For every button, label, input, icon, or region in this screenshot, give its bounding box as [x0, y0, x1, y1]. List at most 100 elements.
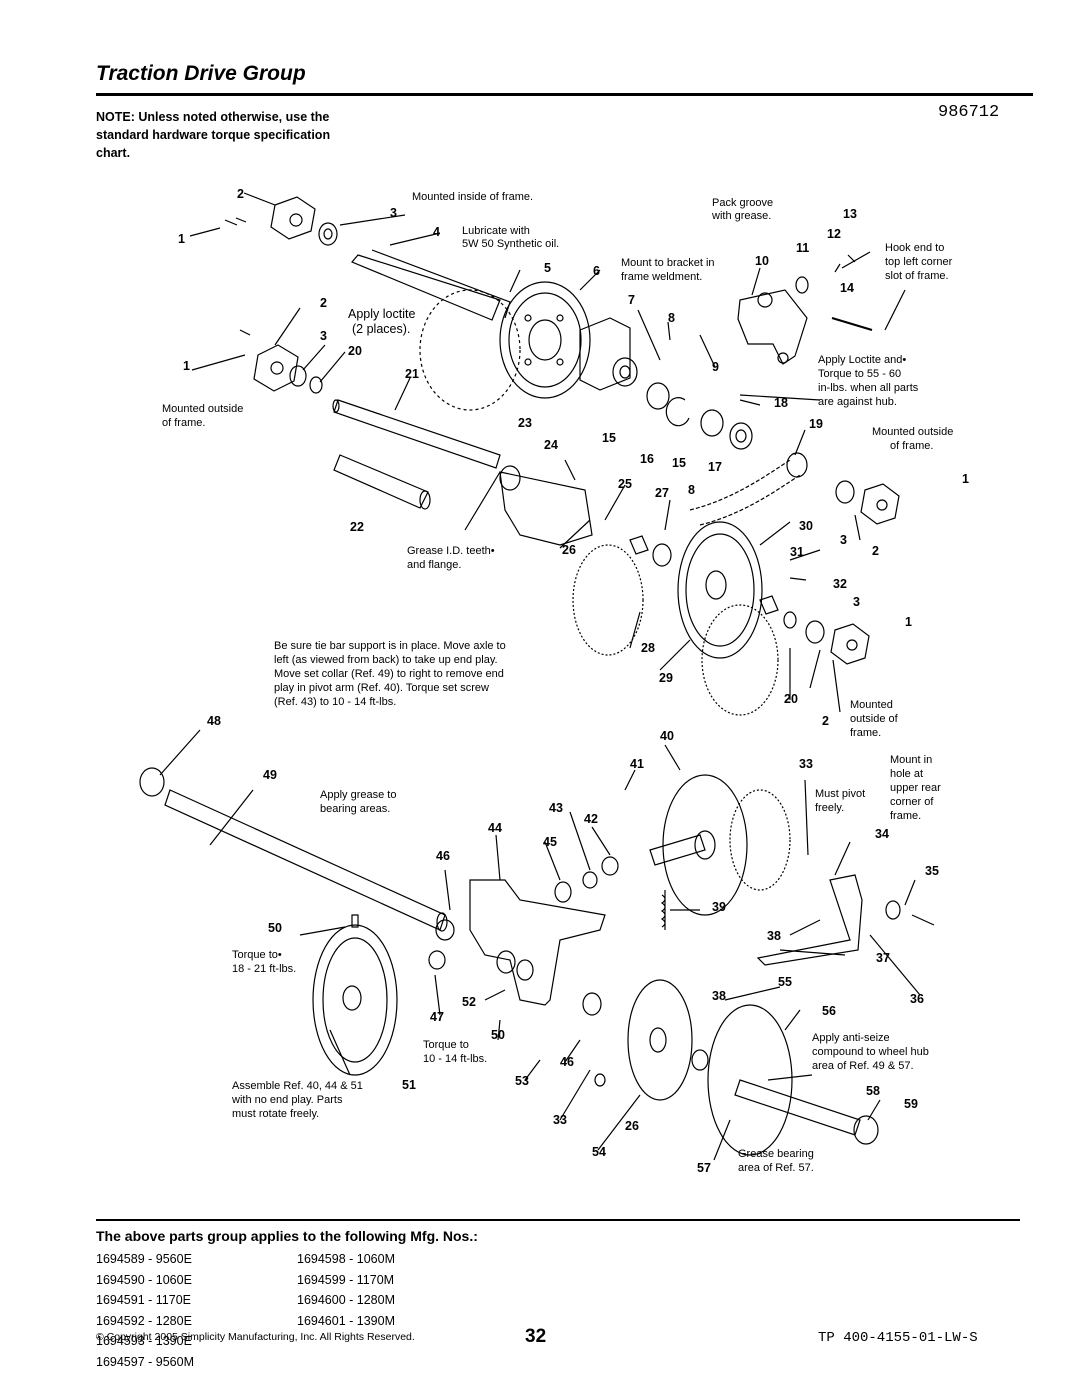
gear-53	[627, 979, 693, 1101]
drive-wheel	[662, 774, 748, 916]
callout-9: 9	[712, 360, 719, 374]
callout-48: 48	[207, 714, 221, 728]
note-mounted-c: Mounted	[850, 699, 893, 711]
callout-21: 21	[405, 367, 419, 381]
mfg-number-left-5: 1694597 - 9560M	[96, 1354, 194, 1369]
page-title: Traction Drive Group	[96, 62, 306, 85]
mfg-number-right-0: 1694598 - 1060M	[297, 1252, 395, 1266]
note-tie-bar-4: play in pivot arm (Ref. 40). Torque set …	[274, 682, 489, 694]
note-apply-grease-2: bearing areas.	[320, 803, 390, 815]
note-loctite-torque-4: are against hub.	[818, 396, 897, 408]
note-must-pivot: Must pivot	[815, 788, 865, 800]
wheel-hub	[734, 1079, 861, 1136]
callout-28: 28	[641, 641, 655, 655]
note-grease-id: Grease I.D. teeth•	[407, 545, 495, 557]
callout-2: 2	[237, 187, 244, 201]
frame-bracket	[469, 879, 606, 1006]
title-rule	[96, 93, 1033, 96]
callout-18: 18	[774, 396, 788, 410]
note-lubricate: Lubricate with	[462, 225, 530, 237]
callout-12: 12	[827, 227, 841, 241]
callout-2: 2	[320, 296, 327, 310]
note-tie-bar-3: Move set collar (Ref. 49) to right to re…	[274, 668, 504, 680]
callout-2: 2	[872, 544, 879, 558]
callout-15: 15	[602, 431, 616, 445]
note-mount-bracket: Mount to bracket in	[621, 257, 715, 269]
callout-29: 29	[659, 671, 673, 685]
long-axle	[164, 789, 446, 931]
callout-6: 6	[593, 264, 600, 278]
note-mounted-outside-a: Mounted outside	[162, 403, 243, 415]
callout-38: 38	[767, 929, 781, 943]
document-reference: TP 400-4155-01-LW-S	[818, 1330, 978, 1346]
callout-58: 58	[866, 1084, 880, 1098]
callout-4: 4	[433, 225, 440, 239]
note-mounted-inside: Mounted inside of frame.	[412, 191, 533, 203]
note-apply-loctite: Apply loctite	[348, 307, 415, 321]
note-grease-bearing-2: area of Ref. 57.	[738, 1162, 814, 1174]
note-loctite-torque: Apply Loctite and•	[818, 354, 906, 366]
note-mount-hole: Mount in	[890, 754, 932, 766]
note-torque-b-2: 10 - 14 ft-lbs.	[423, 1053, 487, 1065]
note-apply-grease: Apply grease to	[320, 789, 396, 801]
note-mounted-c-2: outside of	[850, 713, 899, 725]
mfg-number-left-4: 1694593 - 1390E	[96, 1334, 192, 1348]
callout-34: 34	[875, 827, 889, 841]
callout-16: 16	[640, 452, 654, 466]
note-mount-bracket-2: frame weldment.	[621, 271, 702, 283]
callout-26: 26	[562, 543, 576, 557]
callout-20: 20	[348, 344, 362, 358]
note-must-pivot-2: freely.	[815, 802, 844, 814]
callout-2: 2	[822, 714, 829, 728]
note-mounted-outside-b: Mounted outside	[872, 426, 953, 438]
idler-bracket	[737, 289, 808, 365]
callout-3: 3	[853, 595, 860, 609]
note-mounted-c-3: frame.	[850, 727, 881, 739]
pivot-arm	[499, 471, 593, 546]
callout-45: 45	[543, 835, 557, 849]
callout-56: 56	[822, 1004, 836, 1018]
callout-53: 53	[515, 1074, 529, 1088]
callout-1: 1	[905, 615, 912, 629]
callout-8: 8	[668, 311, 675, 325]
note-torque-a: Torque to•	[232, 949, 282, 961]
callout-14: 14	[840, 281, 854, 295]
note-lubricate-2: 5W 50 Synthetic oil.	[462, 238, 559, 250]
note-tie-bar-2: left (as viewed from back) to take up en…	[274, 654, 498, 666]
note-mount-hole-3: upper rear	[890, 782, 941, 794]
callout-7: 7	[628, 293, 635, 307]
mfg-number-right-3: 1694601 - 1390M	[297, 1313, 395, 1328]
note-assemble: Assemble Ref. 40, 44 & 51	[232, 1080, 363, 1092]
note-mount-hole-5: frame.	[890, 810, 921, 822]
callout-37: 37	[876, 951, 890, 965]
callout-35: 35	[925, 864, 939, 878]
callout-13: 13	[843, 207, 857, 221]
callout-54: 54	[592, 1145, 606, 1159]
drive-plate	[499, 281, 591, 399]
note-anti-seize-3: area of Ref. 49 & 57.	[812, 1060, 914, 1072]
callout-40: 40	[660, 729, 674, 743]
callout-43: 43	[549, 801, 563, 815]
callout-3: 3	[390, 206, 397, 220]
callout-52: 52	[462, 995, 476, 1009]
gear-28	[572, 544, 644, 656]
mfg-number-left-2: 1694591 - 1170E	[96, 1293, 191, 1307]
callout-51: 51	[402, 1078, 416, 1092]
part-number: 986712	[938, 103, 1000, 122]
note-hook-end-2: top left corner	[885, 256, 953, 268]
note-loctite-torque-3: in-lbs. when all parts	[818, 382, 919, 394]
flange-bearing-upper	[270, 196, 316, 240]
callout-36: 36	[910, 992, 924, 1006]
callout-8: 8	[688, 483, 695, 497]
note-loctite-torque-2: Torque to 55 - 60	[818, 368, 901, 380]
note-tie-bar-1: Be sure tie bar support is in place. Mov…	[274, 640, 506, 652]
callout-41: 41	[630, 757, 644, 771]
note-assemble-3: must rotate freely.	[232, 1108, 319, 1120]
note-mount-hole-2: hole at	[890, 768, 923, 780]
callout-31: 31	[790, 545, 804, 559]
flange-bearing-lower	[253, 344, 299, 392]
callout-1: 1	[962, 472, 969, 486]
